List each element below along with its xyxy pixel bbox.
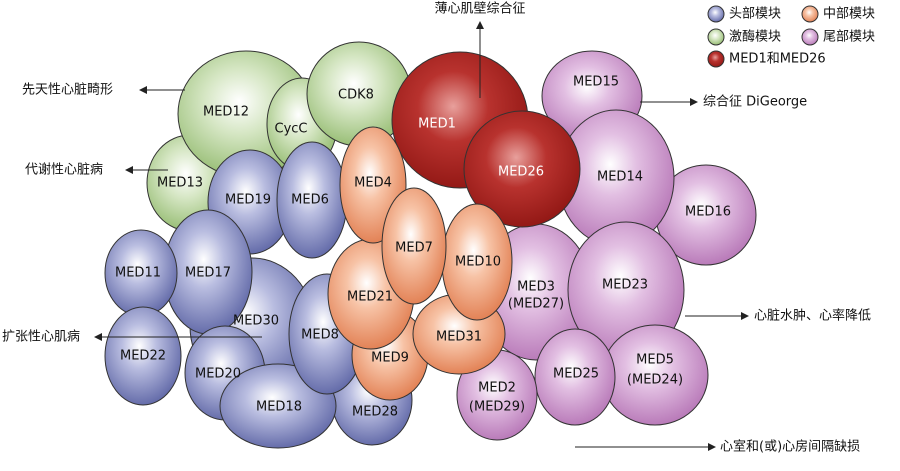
subunit-med25	[534, 328, 616, 426]
legend-tail-label: 尾部模块	[823, 30, 875, 45]
legend-tail-swatch	[801, 28, 819, 46]
label-med13: MED13	[157, 176, 203, 191]
label-med4: MED4	[354, 176, 392, 191]
legend-middle-label: 中部模块	[823, 7, 875, 22]
label-med18: MED18	[256, 400, 302, 415]
note-thin-myocardium: 薄心肌壁综合征	[434, 2, 525, 17]
subunit-med22	[104, 306, 182, 406]
label-med2-line2: (MED29)	[469, 400, 525, 415]
note-digeorge: 综合征 DiGeorge	[703, 95, 807, 110]
label-med11: MED11	[115, 266, 161, 281]
legend-kinase-swatch	[707, 28, 725, 46]
legend-labels: 头部模块 中部模块 激酶模块 尾部模块 MED1和MED26	[729, 7, 875, 67]
label-med9: MED9	[371, 351, 409, 366]
label-med25: MED25	[553, 367, 599, 382]
label-med14: MED14	[597, 170, 643, 185]
legend-head-label: 头部模块	[729, 7, 781, 22]
label-med2-line1: MED2	[478, 381, 516, 396]
note-metabolic: 代谢性心脏病	[25, 162, 103, 178]
label-med17: MED17	[185, 266, 231, 281]
label-med30: MED30	[233, 314, 279, 329]
label-cdk8: CDK8	[338, 88, 374, 103]
label-med1: MED1	[418, 117, 456, 132]
label-med20: MED20	[195, 367, 241, 382]
label-med10: MED10	[455, 255, 501, 270]
label-med3-line2: (MED27)	[508, 297, 564, 312]
legend-core-label: MED1和MED26	[729, 52, 826, 67]
label-med19: MED19	[225, 193, 271, 208]
annotation-arrows	[94, 21, 749, 451]
label-med5-line1: MED5	[636, 353, 674, 368]
note-septal: 心室和(或)心房间隔缺损	[720, 439, 860, 455]
label-med7: MED7	[395, 241, 433, 256]
label-med12: MED12	[203, 105, 249, 120]
legend-head-swatch	[707, 5, 725, 23]
label-med26: MED26	[498, 165, 544, 180]
kinase-module	[146, 41, 412, 232]
note-dilated: 扩张性心肌病	[2, 330, 80, 345]
label-med28: MED28	[352, 405, 398, 420]
middle-module	[327, 126, 513, 401]
subunit-labels: MED12 MED13 CycC CDK8 MED1 MED26 MED15 M…	[115, 75, 731, 420]
legend	[707, 5, 819, 68]
legend-core-swatch	[707, 50, 725, 68]
label-cycc: CycC	[275, 122, 308, 137]
label-med21: MED21	[347, 290, 393, 305]
label-med23: MED23	[602, 278, 648, 293]
label-med6: MED6	[291, 193, 329, 208]
legend-middle-swatch	[801, 5, 819, 23]
label-med16: MED16	[685, 205, 731, 220]
label-med8: MED8	[301, 328, 339, 343]
label-med3-line1: MED3	[517, 280, 555, 295]
head-module	[104, 141, 413, 449]
label-med15: MED15	[573, 75, 619, 90]
label-med31: MED31	[436, 330, 482, 345]
core-module	[391, 51, 581, 228]
label-med5-line2: (MED24)	[627, 373, 683, 388]
subunit-med7	[381, 187, 447, 305]
legend-kinase-label: 激酶模块	[729, 29, 781, 45]
annotation-texts: 薄心肌壁综合征 综合征 DiGeorge 先天性心脏畸形 代谢性心脏病 扩张性心…	[2, 2, 871, 455]
note-congenital: 先天性心脏畸形	[22, 83, 113, 98]
subunit-med26	[463, 110, 581, 228]
note-edema: 心脏水肿、心率降低	[754, 308, 871, 324]
label-med22: MED22	[120, 349, 166, 364]
